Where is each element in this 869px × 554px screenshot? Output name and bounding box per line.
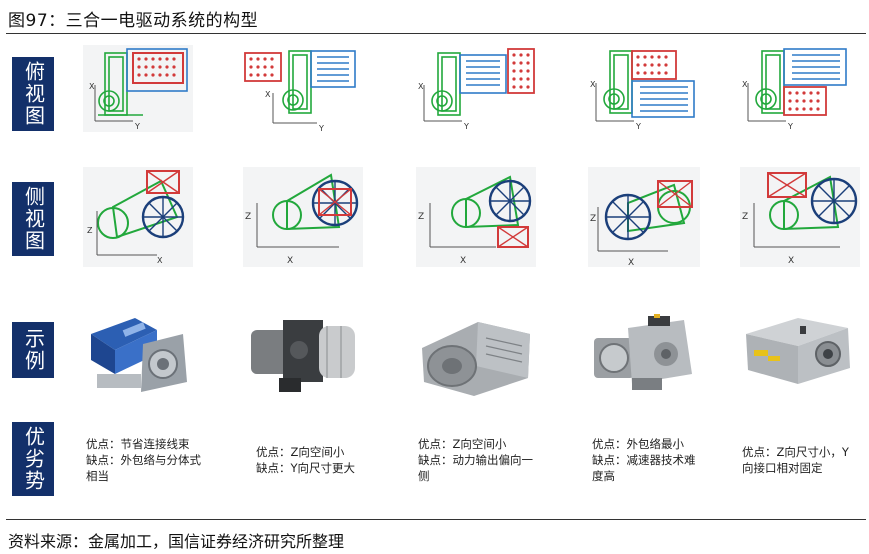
cons-text: 缺点：Y向尺寸更大	[256, 461, 356, 475]
row-label-side-view: 侧视图	[12, 182, 54, 256]
axis-y-label: Y	[318, 124, 324, 132]
axis-y-label: Y	[463, 122, 469, 131]
pros-text: 优点：Z向空间小	[256, 445, 345, 459]
pros-cons-col-2: 优点：Z向空间小 缺点：Y向尺寸更大	[256, 444, 376, 476]
axis-z-label: Z	[87, 226, 93, 235]
pros-cons-col-4: 优点：外包络最小 缺点：减速器技术难度高	[592, 436, 704, 484]
top-view-diagram-1: X Y	[83, 45, 193, 132]
axis-x-label: X	[418, 82, 424, 91]
axis-x-label: X	[788, 256, 794, 266]
cons-text: 缺点：动力输出偏向一侧	[418, 453, 533, 483]
example-photo-2	[243, 304, 363, 400]
pros-text: 优点：外包络最小	[592, 437, 684, 451]
cons-text: 缺点：减速器技术难度高	[592, 453, 696, 483]
axis-x-label: X	[157, 256, 163, 265]
cons-text: 缺点：外包络与分体式相当	[86, 453, 201, 483]
example-photo-3	[416, 304, 536, 400]
top-rule	[6, 33, 866, 34]
side-view-diagram-5: Z X	[740, 167, 860, 267]
bottom-rule	[6, 519, 866, 520]
axis-z-label: Z	[590, 214, 596, 224]
row-label-top-view: 俯视图	[12, 57, 54, 131]
top-view-diagram-2: X Y	[243, 45, 363, 132]
side-view-diagram-1: Z X	[83, 167, 193, 267]
axis-z-label: Z	[742, 212, 748, 222]
axis-z-label: Z	[418, 212, 424, 222]
axis-y-label: Y	[635, 122, 641, 131]
example-photo-4	[588, 304, 700, 400]
pros-cons-col-1: 优点：节省连接线束 缺点：外包络与分体式相当	[86, 436, 202, 484]
axis-x-label: X	[265, 90, 271, 99]
side-view-diagram-4: Z X	[588, 167, 700, 267]
top-view-diagram-4: X Y	[588, 45, 700, 132]
example-photo-1	[83, 304, 193, 400]
row-label-pros-cons: 优劣势	[12, 422, 54, 496]
pros-cons-col-3: 优点：Z向空间小 缺点：动力输出偏向一侧	[418, 436, 540, 484]
top-view-diagram-3: X Y	[416, 45, 536, 132]
axis-x-label: X	[460, 256, 466, 266]
axis-x-label: X	[89, 82, 95, 91]
axis-x-label: X	[287, 256, 293, 266]
axis-x-label: X	[742, 80, 748, 89]
side-view-diagram-3: Z X	[416, 167, 536, 267]
row-label-example: 示例	[12, 322, 54, 378]
pros-text: 优点：Z向空间小	[418, 437, 507, 451]
source-note: 资料来源：金属加工，国信证券经济研究所整理	[8, 532, 345, 551]
axis-x-label: X	[628, 258, 634, 267]
example-photo-5	[740, 304, 860, 400]
top-view-diagram-5: X Y	[740, 45, 860, 132]
axis-z-label: Z	[245, 212, 251, 222]
axis-x-label: X	[590, 80, 596, 89]
pros-text: 优点：节省连接线束	[86, 437, 190, 451]
axis-y-label: Y	[134, 122, 140, 131]
axis-y-label: Y	[787, 122, 793, 131]
pros-text: 优点：Z向尺寸小，Y向接口相对固定	[742, 445, 849, 475]
figure-title: 图97：三合一电驱动系统的构型	[8, 11, 259, 31]
pros-cons-col-5: 优点：Z向尺寸小，Y向接口相对固定	[742, 444, 860, 476]
side-view-diagram-2: Z X	[243, 167, 363, 267]
